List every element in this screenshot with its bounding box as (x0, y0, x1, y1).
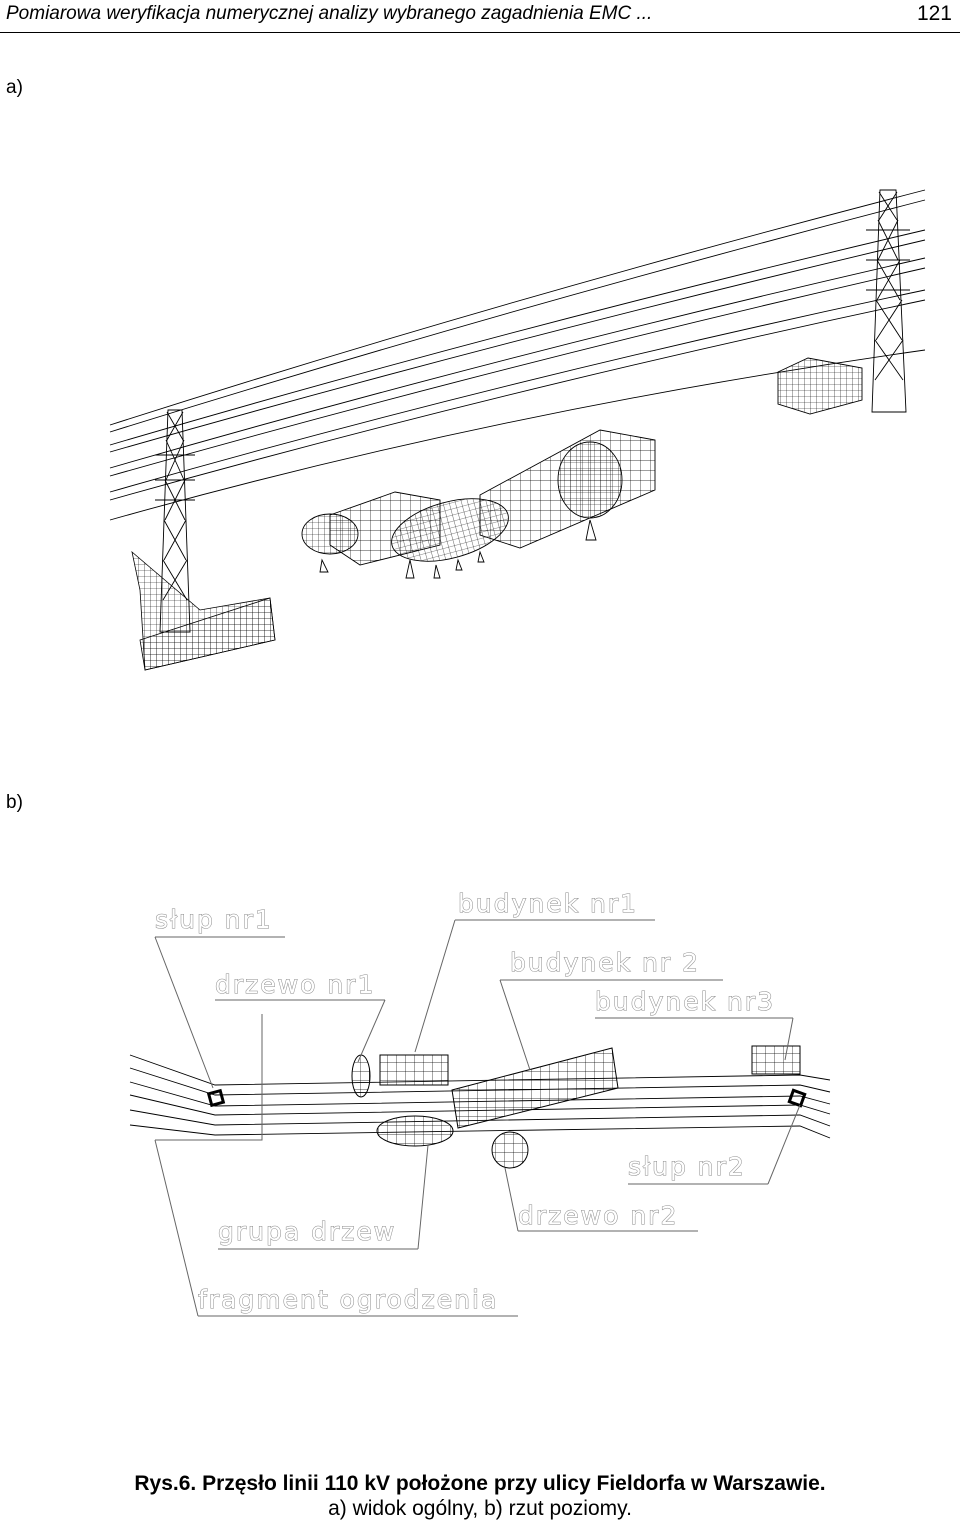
label-grupa-drzew: grupa drzew (218, 1217, 396, 1246)
label-drzewo-nr2: drzewo nr2 (518, 1201, 678, 1230)
label-slup-nr1: słup nr1 (155, 905, 273, 934)
figure-panel-b: słup nr1 drzewo nr1 budynek nr1 budynek … (129, 889, 831, 1317)
label-budynek-nr2: budynek nr 2 (510, 948, 700, 977)
building-2-plan (451, 1047, 619, 1129)
label-drzewo-nr1: drzewo nr1 (215, 970, 375, 999)
tree-1-plan (351, 1054, 371, 1098)
panel-b-label: b) (6, 792, 23, 813)
power-line-conductors (109, 189, 926, 521)
building-3-plan (751, 1045, 801, 1075)
tower-2-plan (787, 1088, 807, 1108)
label-slup-nr2: słup nr2 (628, 1152, 746, 1181)
running-title: Pomiarowa weryfikacja numerycznej analiz… (6, 3, 653, 24)
trees (301, 441, 623, 579)
building-1-plan (379, 1054, 449, 1086)
tower-1-plan (206, 1088, 226, 1108)
leader-lines (154, 919, 801, 1317)
label-fragment-ogrodzenia: fragment ogrodzenia (198, 1285, 498, 1314)
tree-2-plan (491, 1131, 529, 1169)
page-header: Pomiarowa weryfikacja numerycznej analiz… (0, 0, 960, 33)
tower-2 (866, 189, 910, 413)
tree-group-plan (376, 1115, 454, 1147)
label-budynek-nr3: budynek nr3 (595, 987, 775, 1016)
page-number: 121 (916, 2, 952, 25)
figure-caption-subtitle: a) widok ogólny, b) rzut poziomy. (328, 1497, 632, 1520)
label-budynek-nr1: budynek nr1 (458, 889, 638, 918)
fence-fragment (131, 550, 276, 671)
figure-panel-a (109, 189, 926, 671)
figure-caption-title: Rys.6. Przęsło linii 110 kV położone prz… (134, 1472, 826, 1495)
panel-a-label: a) (6, 77, 23, 98)
